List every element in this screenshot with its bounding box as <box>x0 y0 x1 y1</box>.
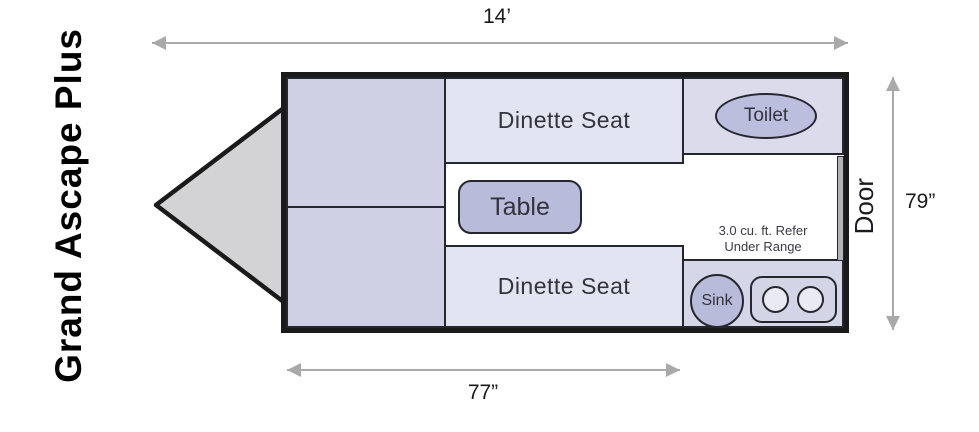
bed-area-top <box>286 77 446 208</box>
burner-icon <box>762 286 789 313</box>
entry-door <box>837 156 844 261</box>
height-dimension-arrow <box>886 77 900 330</box>
bed-area-bottom <box>286 206 446 328</box>
refrigerator-note-line2: Under Range <box>724 239 802 254</box>
dinette-seat-bottom: Dinette Seat <box>444 245 684 328</box>
length-dimension-label: 14’ <box>482 5 512 28</box>
length-dimension-arrow <box>152 36 848 50</box>
door-label: Door <box>847 160 881 252</box>
interior-dimension-arrow <box>287 363 680 377</box>
model-title-text: Grand Ascape Plus <box>48 27 89 383</box>
sink: Sink <box>690 274 744 328</box>
toilet: Toilet <box>715 93 817 139</box>
sink-label: Sink <box>701 292 733 309</box>
refrigerator-note: 3.0 cu. ft. Refer Under Range <box>682 223 844 255</box>
dinette-seat-bottom-label: Dinette Seat <box>497 273 631 299</box>
model-title: Grand Ascape Plus <box>36 28 102 383</box>
range-cooktop <box>750 276 837 323</box>
interior-dimension-label: 77” <box>467 381 499 404</box>
burner-icon <box>797 286 824 313</box>
toilet-label: Toilet <box>743 105 789 126</box>
dinette-seat-top-label: Dinette Seat <box>497 107 631 133</box>
refrigerator-note-line1: 3.0 cu. ft. Refer <box>718 223 808 238</box>
hitch-triangle <box>153 104 288 306</box>
door-label-text: Door <box>848 177 879 235</box>
table-label: Table <box>490 192 550 221</box>
height-dimension-label: 79” <box>905 190 936 213</box>
dinette-seat-top: Dinette Seat <box>444 77 684 164</box>
trailer-body: Dinette Seat Toilet Table 3.0 cu. ft. Re… <box>281 72 849 333</box>
table: Table <box>458 180 582 234</box>
